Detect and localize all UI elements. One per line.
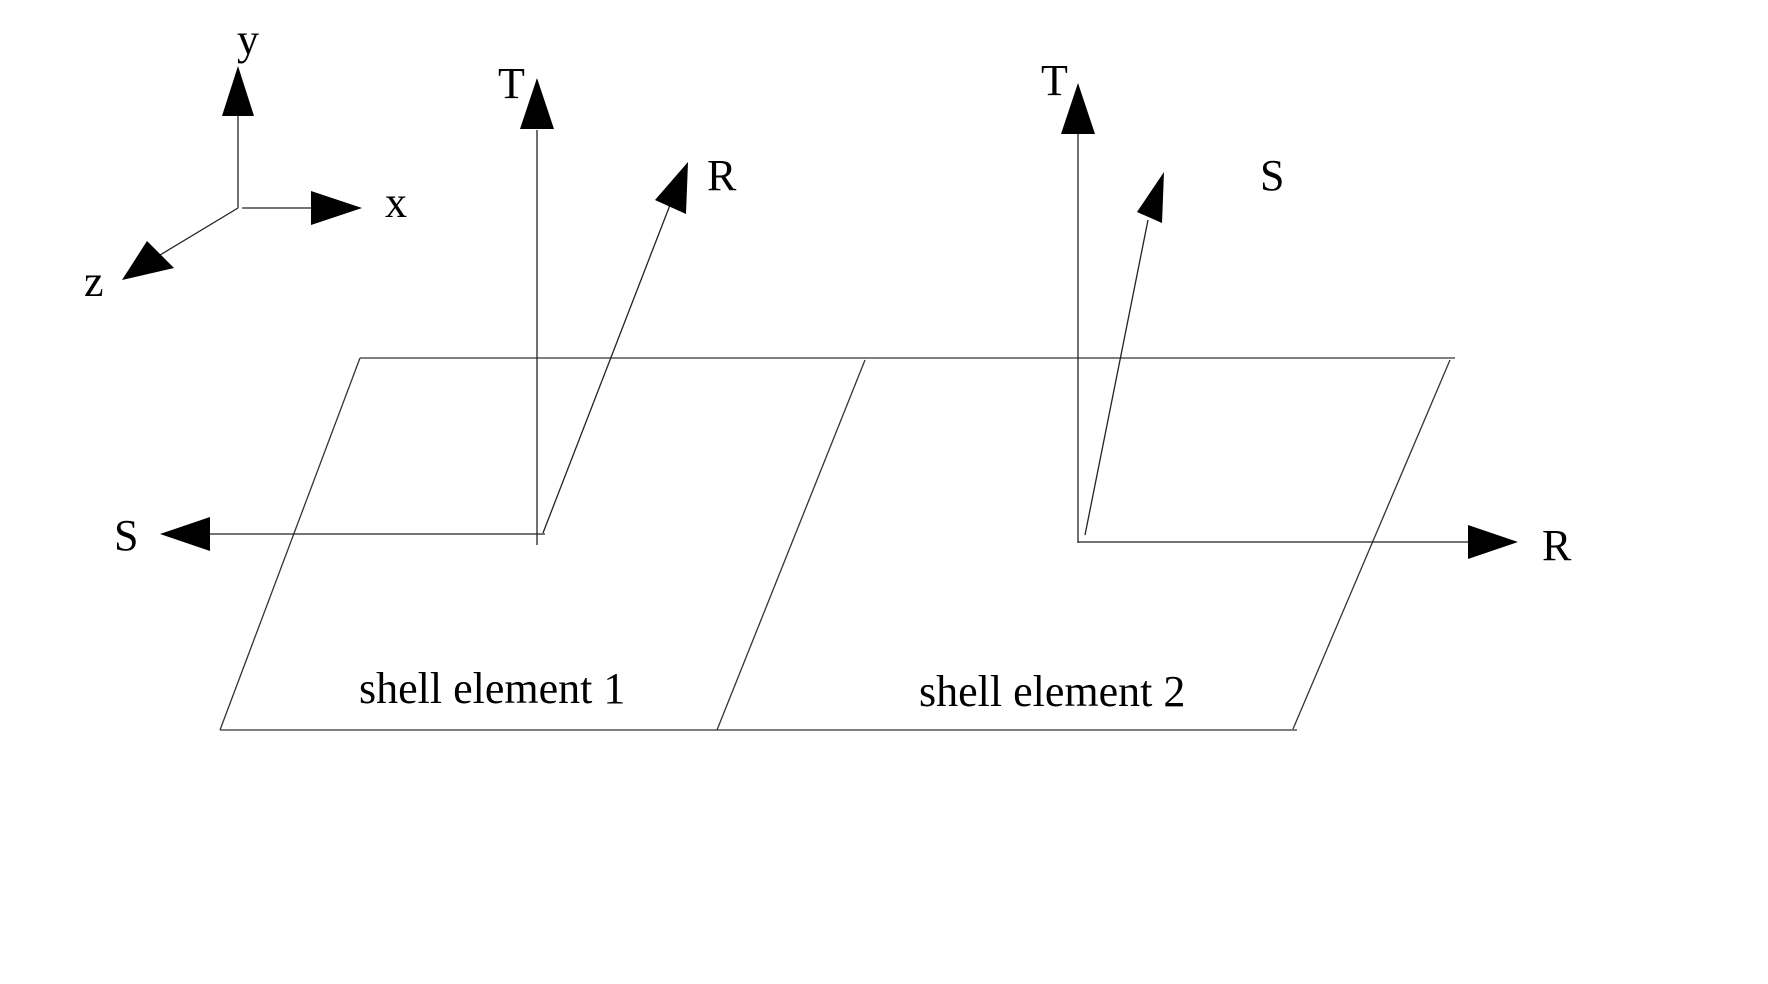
global-axes: y x z (84, 15, 407, 306)
y-axis-label: y (237, 15, 259, 64)
element2-local-axes: T S R (1041, 56, 1572, 570)
element2-s-axis-arrowhead (1137, 172, 1164, 223)
element2-right-edge (1292, 359, 1451, 730)
element1-r-label: R (707, 151, 737, 200)
element2-t-label: T (1041, 56, 1068, 105)
element2-t-axis-arrowhead (1061, 83, 1095, 134)
z-axis-arrowhead (122, 241, 174, 280)
element1-caption: shell element 1 (359, 664, 625, 713)
element1-local-axes: T R S (114, 59, 737, 560)
element1-t-label: T (498, 59, 525, 108)
element2-s-axis-line (1084, 219, 1149, 536)
x-axis-label: x (385, 178, 407, 227)
z-axis-label: z (84, 257, 104, 306)
element1-r-axis-arrowhead (655, 162, 688, 214)
shell-mesh (219, 357, 1455, 731)
element2-r-label: R (1542, 521, 1572, 570)
x-axis-arrowhead (311, 191, 362, 225)
shared-edge (716, 359, 866, 731)
y-axis-arrowhead (222, 66, 254, 116)
element1-r-axis-line (542, 204, 671, 534)
element2-s-label: S (1260, 151, 1284, 200)
element2-caption: shell element 2 (919, 667, 1185, 716)
element1-s-axis-arrowhead (160, 517, 210, 551)
z-axis-line (159, 207, 239, 256)
element1-t-axis-arrowhead (520, 78, 554, 129)
element2-r-axis-arrowhead (1468, 525, 1518, 559)
element1-s-label: S (114, 511, 138, 560)
element1-left-edge (219, 357, 361, 731)
